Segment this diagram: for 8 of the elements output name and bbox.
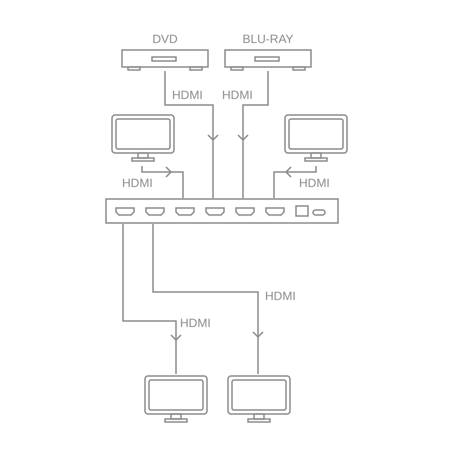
device-label: BLU-RAY bbox=[242, 32, 294, 46]
edge-label: HDMI bbox=[221, 89, 254, 102]
device-label: DVD bbox=[152, 32, 178, 46]
edge-label: HDMI bbox=[179, 317, 212, 330]
edge-label: HDMI bbox=[121, 177, 154, 190]
edge-label: HDMI bbox=[264, 290, 297, 303]
edge-label: HDMI bbox=[298, 177, 331, 190]
edge-label: HDMI bbox=[171, 89, 204, 102]
